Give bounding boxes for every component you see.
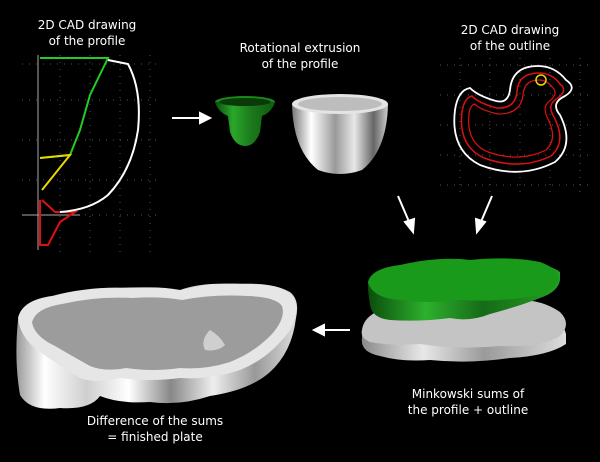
arrow-down-icon: [474, 195, 493, 235]
arrow-left-icon: [311, 323, 350, 337]
profile-white-outline: [59, 59, 140, 213]
outline-drawing: [440, 58, 590, 195]
outline-red-inner-path: [468, 79, 556, 158]
minkowski-sums-label: Minkowski sums of the profile + outline: [407, 387, 529, 417]
plate-inner-surface: [32, 295, 283, 370]
outline-drawing-label: 2D CAD drawing of the outline: [460, 23, 560, 53]
profile-drawing-label: 2D CAD drawing of the profile: [37, 18, 137, 48]
minkowski-green-solid: [368, 258, 560, 321]
profile-red-segment: [39, 199, 79, 246]
profile-yellow-segment: [39, 153, 73, 191]
green-revolved-solid: [215, 96, 275, 146]
profile-green-segment: [39, 57, 110, 159]
difference-label: Difference of the sums = finished plate: [86, 414, 224, 444]
arrow-down-icon: [397, 195, 416, 235]
white-revolved-solid: [292, 94, 388, 174]
profile-drawing: [22, 55, 160, 255]
outline-white-path: [453, 65, 573, 173]
rotational-extrusion-label: Rotational extrusion of the profile: [239, 41, 361, 71]
plate-notch: [203, 330, 225, 351]
outline-eye-mark: [535, 74, 547, 86]
profile-grid: [22, 55, 160, 255]
arrow-right-icon: [172, 111, 213, 125]
outline-red-outer-path: [460, 72, 565, 165]
finished-plate: [16, 283, 298, 409]
